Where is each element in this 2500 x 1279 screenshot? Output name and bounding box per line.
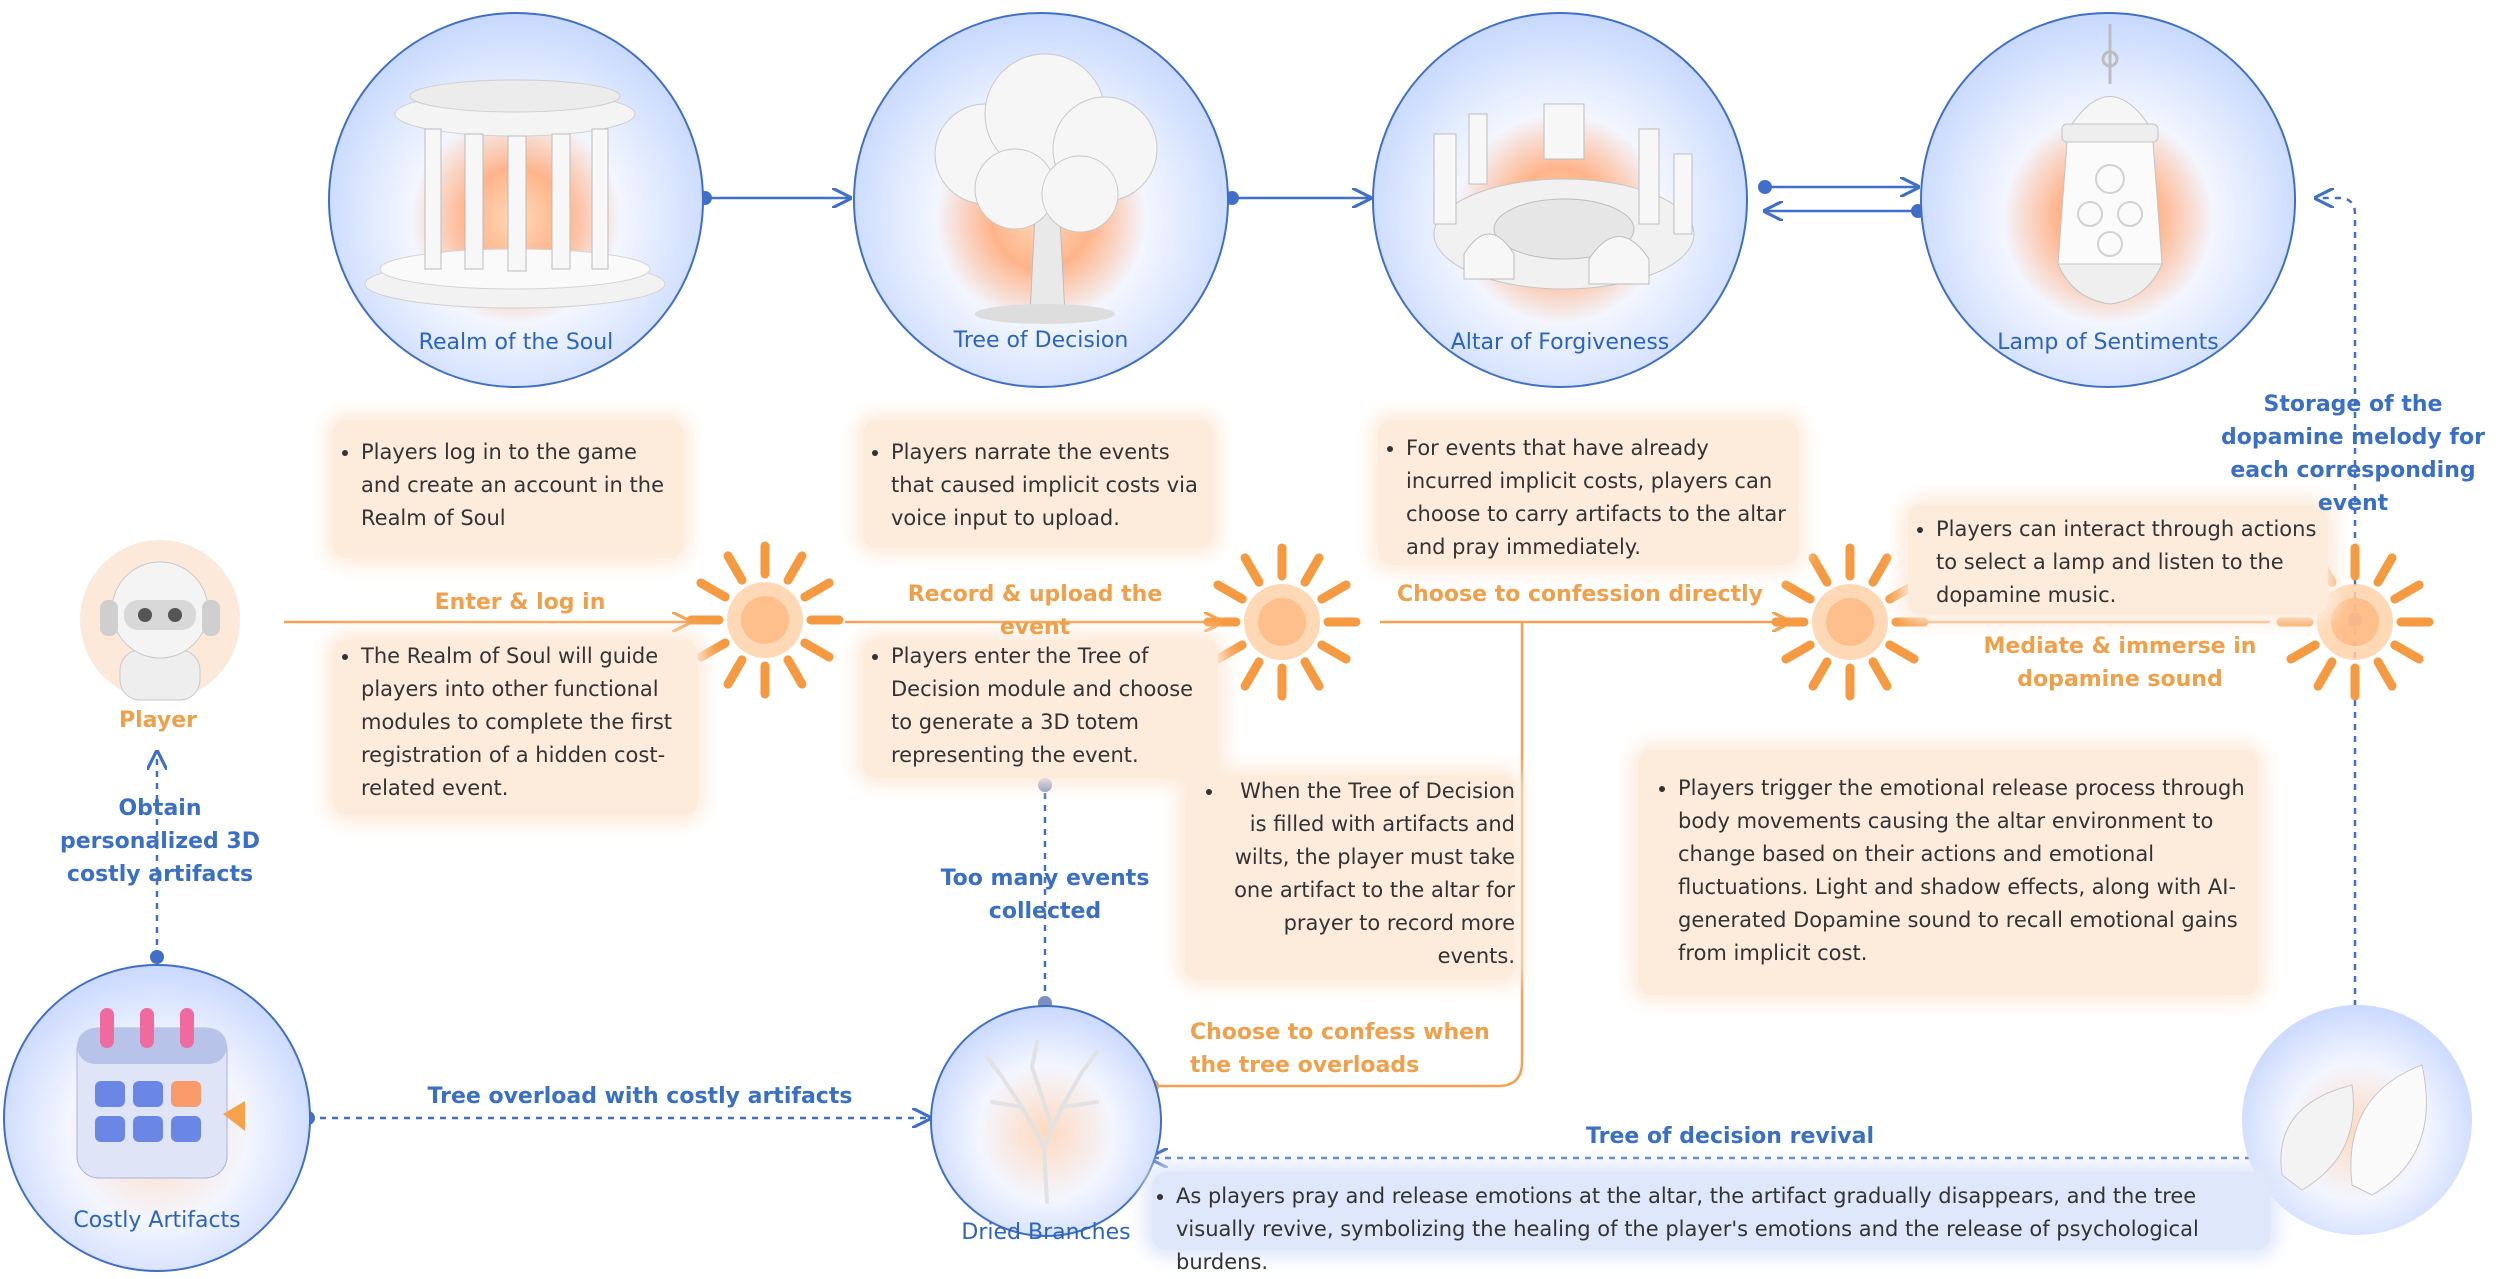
note-login-top: Players log in to the game and create an…	[333, 420, 683, 558]
note-login-bottom: The Realm of Soul will guide players int…	[333, 640, 698, 815]
sun-marker-4	[2276, 543, 2434, 701]
label-obtain: Obtain personalized 3D costly artifacts	[59, 796, 261, 887]
realm-label: Realm of the Soul	[418, 330, 614, 355]
player-avatar-icon	[80, 540, 240, 701]
player-node[interactable]	[60, 540, 260, 720]
label-enter: Enter & log in	[434, 590, 606, 615]
leaves-icon	[2280, 1064, 2427, 1196]
note-lamp: Players can interact through actions to …	[1908, 505, 2328, 615]
label-overloads: Choose to confess when the tree overload…	[1190, 1020, 1490, 1078]
note-text: As players pray and release emotions at …	[1176, 1180, 2270, 1279]
altar-node[interactable]: Altar of Forgiveness	[1372, 12, 1748, 388]
altar-label: Altar of Forgiveness	[1450, 330, 1670, 355]
player-label: Player	[119, 708, 197, 733]
note-text: When the Tree of Decision is filled with…	[1225, 775, 1515, 973]
lamp-icon	[2057, 24, 2163, 305]
label-revival: Tree of decision revival	[1586, 1124, 1874, 1149]
artifacts-node[interactable]: Costly Artifacts	[3, 964, 311, 1272]
sun-marker-3	[1771, 543, 1929, 701]
branches-node[interactable]	[930, 1005, 1162, 1237]
note-record-top: Players narrate the events that caused i…	[863, 420, 1213, 548]
calendar-icon	[76, 1008, 245, 1179]
branches-icon	[985, 1040, 1099, 1204]
label-confess: Choose to confession directly	[1397, 582, 1763, 607]
note-revival: As players pray and release emotions at …	[1152, 1172, 2270, 1274]
note-text: Players log in to the game and create an…	[361, 436, 683, 535]
tree-icon	[934, 53, 1158, 324]
label-tree-overload: Tree overload with costly artifacts	[427, 1084, 853, 1109]
note-text: For events that have already incurred im…	[1406, 432, 1798, 564]
lamp-node[interactable]: Lamp of Sentiments	[1920, 12, 2296, 388]
artifacts-label: Costly Artifacts	[73, 1208, 241, 1233]
note-record-bottom: Players enter the Tree of Decision modul…	[863, 640, 1218, 778]
main-flow	[284, 622, 2270, 1093]
note-release: Players trigger the emotional release pr…	[1638, 750, 2258, 995]
note-text: The Realm of Soul will guide players int…	[361, 640, 698, 805]
lamp-label: Lamp of Sentiments	[1997, 330, 2219, 355]
note-text: Players trigger the emotional release pr…	[1678, 772, 2258, 970]
temple-icon	[364, 79, 666, 309]
label-mediate: Mediate & immerse in dopamine sound	[1983, 634, 2257, 692]
realm-node[interactable]: Realm of the Soul	[328, 12, 704, 388]
note-text: Players narrate the events that caused i…	[891, 436, 1213, 535]
top-arrows	[698, 180, 1925, 218]
branches-label: Dried Branches	[961, 1220, 1131, 1245]
note-filled: When the Tree of Decision is filled with…	[1185, 775, 1515, 980]
tree-node[interactable]: Tree of Decision	[853, 12, 1229, 388]
revival-node[interactable]	[2242, 1005, 2472, 1235]
altar-icon	[1433, 103, 1695, 290]
sun-marker-1	[686, 541, 844, 699]
note-text: Players enter the Tree of Decision modul…	[891, 640, 1218, 772]
note-text: Players can interact through actions to …	[1936, 513, 2328, 612]
dashed-links	[157, 198, 2357, 1158]
label-storage: Storage of the dopamine melody for each …	[2221, 392, 2485, 516]
label-record: Record & upload the event	[907, 582, 1163, 640]
note-confess-top: For events that have already incurred im…	[1378, 420, 1798, 565]
label-too-many: Too many events collected	[940, 866, 1150, 924]
tree-label: Tree of Decision	[953, 328, 1129, 353]
sun-marker-2	[1203, 543, 1361, 701]
